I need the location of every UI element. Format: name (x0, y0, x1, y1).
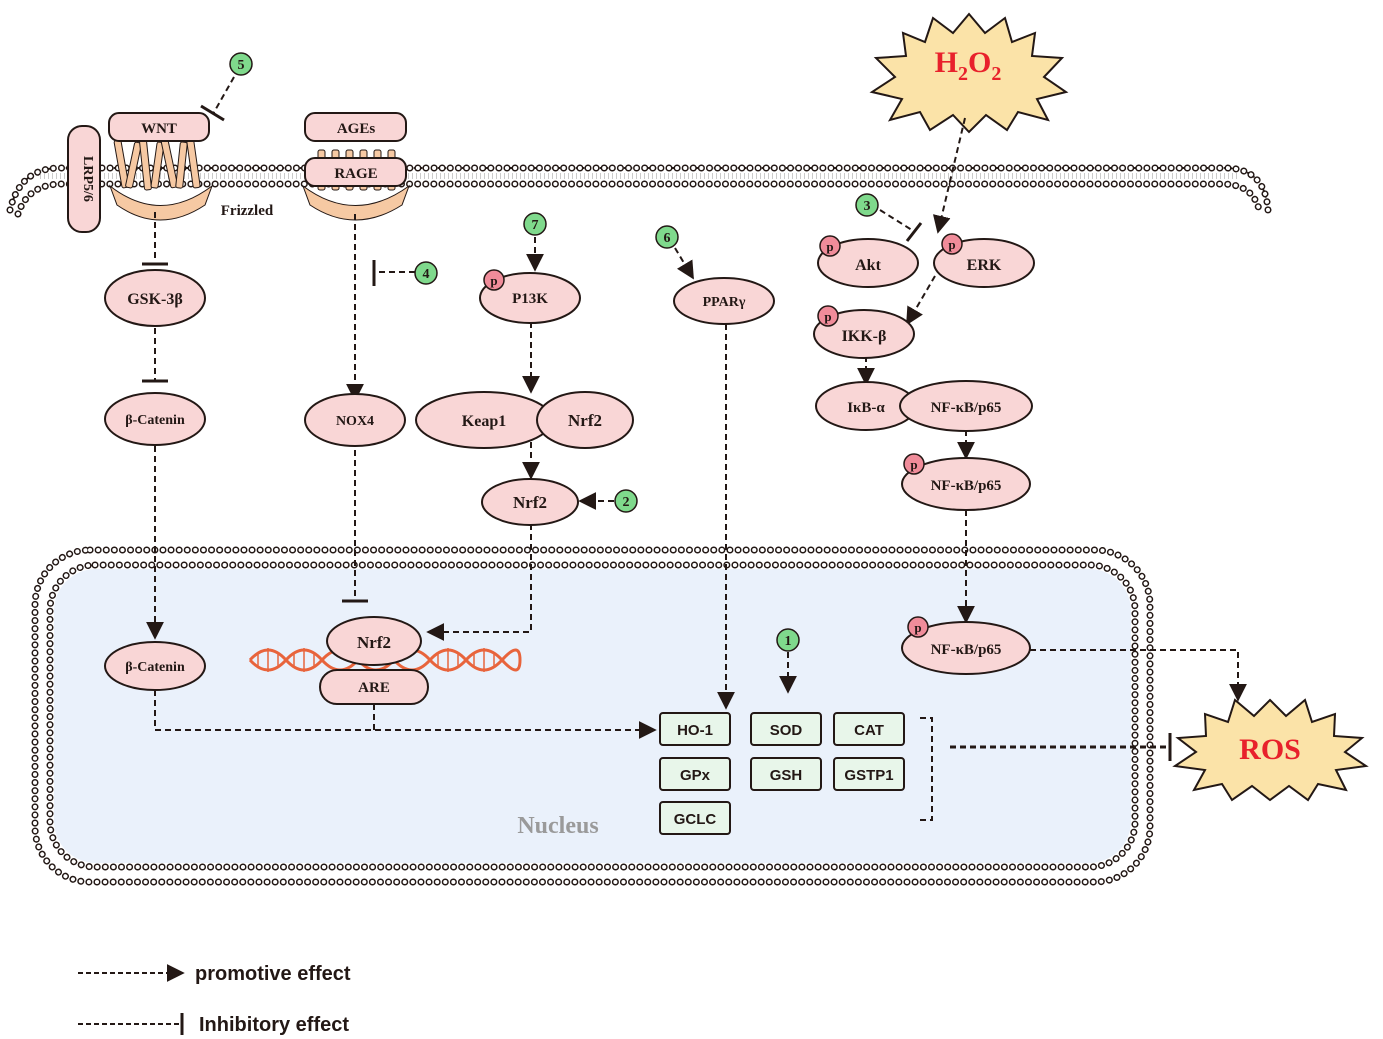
nrf2-complex-node (536, 391, 634, 449)
erk-label: ERK (967, 257, 1002, 274)
nrf2-label: Nrf2 (513, 493, 547, 512)
cytoplasm-nodes: GSK-3β β-Catenin NOX4 P13K p Keap1 Nrf2 … (104, 233, 1035, 526)
legend-promotive-label: promotive effect (195, 963, 351, 985)
nuclear-beta-catenin-label: β-Catenin (125, 660, 185, 675)
enzyme-cat: CAT (854, 722, 884, 739)
ikk-label: IKK-β (842, 328, 887, 345)
phospho-nfkb (903, 453, 925, 475)
enzyme-ho1: HO-1 (677, 722, 713, 739)
phospho-ikk (817, 305, 839, 327)
nox4-node (304, 393, 406, 447)
keap1-label: Keap1 (462, 413, 506, 430)
phospho-ikk-label: p (824, 309, 831, 324)
badge-4 (414, 261, 438, 285)
gsk3b-node (104, 269, 206, 327)
akt-label: Akt (855, 257, 881, 274)
nuclear-nfkb-label: NF-κB/p65 (931, 642, 1002, 658)
wnt-box (108, 112, 210, 142)
ros-burst: ROS (1172, 698, 1369, 802)
ages-box (304, 112, 407, 142)
enzyme-sod: SOD (770, 722, 803, 739)
phospho-nuclear-nfkb (907, 616, 929, 638)
ikk-node (813, 309, 915, 359)
h2o2-stimulus: H2O2 (869, 12, 1069, 134)
nfkb-phospho-label: NF-κB/p65 (931, 478, 1002, 494)
nucleus: Nucleus (31, 546, 1154, 886)
nuclear-beta-catenin-node (104, 641, 206, 691)
connectors (146, 76, 1247, 821)
ppar-label: PPARγ (703, 295, 746, 310)
antioxidant-enzymes: HO-1 SOD CAT GPx GSH GSTP1 GCLC (659, 712, 905, 835)
phospho-akt-label: p (826, 239, 833, 254)
beta-catenin-label: β-Catenin (125, 413, 185, 428)
phospho-pi3k (483, 269, 505, 291)
nuclear-nrf2-label: Nrf2 (357, 633, 391, 652)
svg-text:2: 2 (623, 495, 630, 510)
phospho-pi3k-label: p (490, 273, 497, 288)
ros-label: ROS (1239, 733, 1301, 766)
pi3k-node (479, 272, 581, 324)
inhibitor-bars (142, 104, 1172, 761)
pi3k-label: P13K (512, 291, 548, 307)
rage-receptor: AGEs RAGE (301, 112, 411, 221)
svg-text:6: 6 (664, 231, 671, 246)
nucleus-label: Nucleus (517, 813, 598, 839)
svg-text:4: 4 (423, 267, 430, 282)
wnt-label: WNT (141, 121, 177, 137)
plasma-membrane (6, 164, 1272, 218)
badge-6 (655, 225, 679, 249)
nrf2-complex-label: Nrf2 (568, 411, 602, 430)
enzyme-gstp1: GSTP1 (844, 767, 893, 784)
enzyme-gsh: GSH (770, 767, 803, 784)
akt-node (817, 238, 919, 288)
gsk3b-label: GSK-3β (127, 291, 183, 308)
nfkb-complex-node (899, 380, 1033, 432)
nuclear-nfkb-node (901, 621, 1031, 675)
rage-label: RAGE (334, 166, 377, 182)
badge-7 (523, 212, 547, 236)
phospho-erk-label: p (948, 237, 955, 252)
number-badges: 5 4 7 6 3 2 1 (229, 52, 879, 652)
nuclear-nodes: β-Catenin Nrf2 ARE NF-κB/p65 p HO-1 SOD (104, 616, 1031, 835)
nfkb-phospho-node (901, 457, 1031, 511)
rage-box (304, 157, 407, 187)
nrf2-node (481, 478, 579, 526)
legend: promotive effect Inhibitory effect (78, 963, 351, 1036)
h2o2-label: H2O2 (935, 46, 1002, 85)
svg-text:1: 1 (785, 634, 792, 649)
badge-2 (614, 489, 638, 513)
phospho-nuclear-nfkb-label: p (914, 620, 921, 635)
ages-label: AGEs (337, 121, 376, 137)
lrp-label: LRP5/6 (80, 156, 95, 202)
phospho-erk (941, 233, 963, 255)
ikba-label: IκB-α (847, 400, 885, 416)
frizzled-receptor: LRP5/6 WNT Frizzled (67, 112, 274, 233)
badge-5 (229, 52, 253, 76)
nuclear-nrf2-node (326, 616, 422, 666)
phospho-nfkb-label: p (910, 457, 917, 472)
phospho-akt (819, 235, 841, 257)
svg-text:3: 3 (864, 199, 871, 214)
svg-text:7: 7 (532, 218, 539, 233)
enzyme-gclc: GCLC (674, 811, 717, 828)
enzyme-gpx: GPx (680, 767, 711, 784)
frizzled-label: Frizzled (221, 203, 274, 219)
are-label: ARE (358, 680, 390, 696)
svg-text:5: 5 (238, 58, 245, 73)
ppar-node (673, 277, 775, 325)
badge-3 (855, 193, 879, 217)
lrp-box (67, 125, 101, 233)
are-node (319, 669, 429, 705)
beta-catenin-node (104, 392, 206, 446)
nox4-label: NOX4 (336, 414, 374, 429)
badge-1 (776, 628, 800, 652)
nfkb-complex-label: NF-κB/p65 (931, 400, 1002, 416)
legend-inhibitory-label: Inhibitory effect (199, 1014, 349, 1036)
